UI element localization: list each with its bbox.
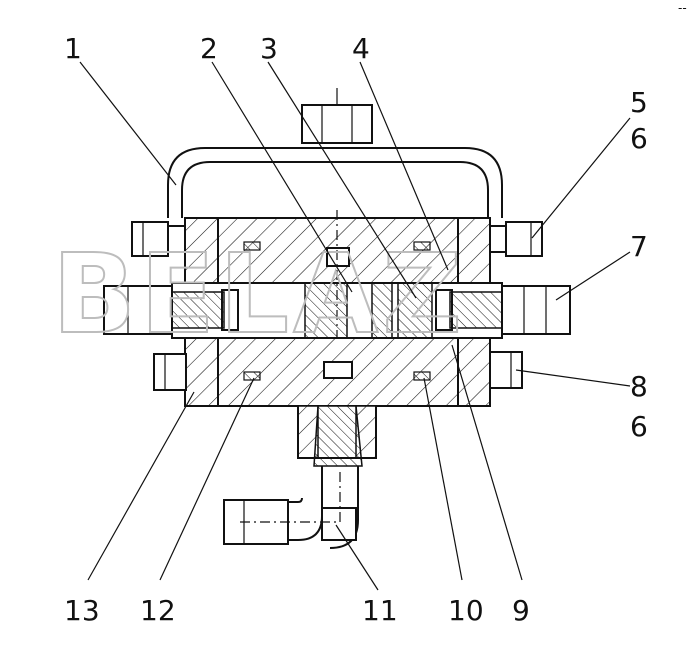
left-top-bolt <box>131 221 186 257</box>
callout-9: 9 <box>512 594 530 627</box>
callout-7: 7 <box>630 230 648 263</box>
right-fitting <box>449 285 571 335</box>
callout-12: 12 <box>140 594 176 627</box>
right-top-bolt <box>489 221 543 257</box>
watermark: BELAZ <box>52 230 466 358</box>
callout-13: 13 <box>64 594 100 627</box>
callout-4: 4 <box>352 32 370 65</box>
leader-lines <box>79 61 631 591</box>
callout-numbers: 1 2 3 4 5 6 7 8 6 13 12 11 10 9 <box>64 32 648 627</box>
callout-11: 11 <box>362 594 398 627</box>
callout-10: 10 <box>448 594 484 627</box>
left-fitting <box>103 285 225 335</box>
callout-6-upper: 6 <box>630 122 648 155</box>
callout-2: 2 <box>200 32 218 65</box>
elbow-fitting <box>223 466 359 549</box>
outlet-boss <box>297 405 377 467</box>
handle-bracket <box>167 147 503 218</box>
corner-mark: -- <box>678 1 687 15</box>
left-bottom-bolt <box>153 353 187 391</box>
central-spool <box>171 210 503 362</box>
top-hex-nut <box>301 88 373 144</box>
lower-body-block <box>184 337 491 407</box>
callout-8: 8 <box>630 370 648 403</box>
callout-6-lower: 6 <box>630 410 648 443</box>
callout-5: 5 <box>630 86 648 119</box>
callout-3: 3 <box>260 32 278 65</box>
callout-1: 1 <box>64 32 82 65</box>
